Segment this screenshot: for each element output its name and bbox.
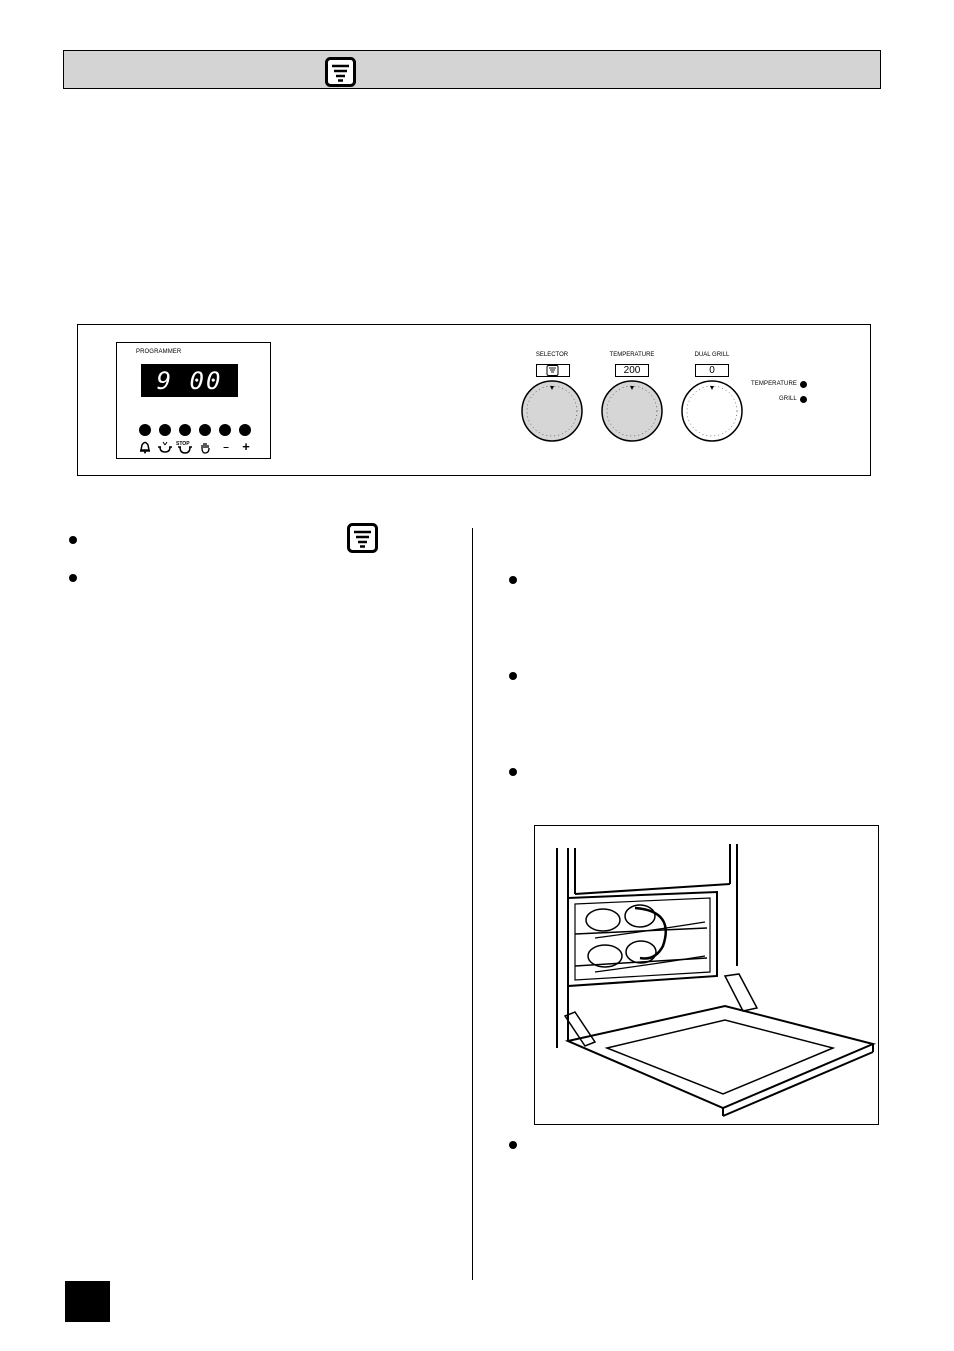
dual-grill-tag: 0 xyxy=(695,364,729,377)
section-header-bar xyxy=(63,50,881,89)
programmer-display: 9 00 xyxy=(141,364,238,397)
programmer-button-stop-time[interactable] xyxy=(179,424,191,436)
selector-knob[interactable] xyxy=(520,378,584,442)
bullet-point xyxy=(69,536,77,544)
bullet-point xyxy=(509,768,517,776)
stop-label: STOP xyxy=(176,441,190,447)
bullet-point xyxy=(69,574,77,582)
manual-hand-icon xyxy=(201,443,210,454)
column-divider xyxy=(472,528,473,1280)
programmer-label: PROGRAMMER xyxy=(136,349,182,355)
fan-oven-icon xyxy=(325,57,356,87)
programmer-box xyxy=(116,342,271,459)
bullet-point xyxy=(509,672,517,680)
bullet-point xyxy=(509,1141,517,1149)
cook-time-icon xyxy=(158,441,172,453)
programmer-button-plus[interactable] xyxy=(239,424,251,436)
bell-icon xyxy=(140,441,150,454)
programmer-button-cook-time[interactable] xyxy=(159,424,171,436)
stop-time-icon xyxy=(178,446,192,454)
temperature-knob[interactable] xyxy=(600,378,664,442)
temperature-indicator-lamp xyxy=(800,381,807,388)
grill-indicator-lamp xyxy=(800,396,807,403)
temperature-knob-label: TEMPERATURE xyxy=(609,352,655,358)
programmer-button-manual[interactable] xyxy=(199,424,211,436)
minus-icon: – xyxy=(223,442,229,453)
plus-icon: + xyxy=(242,439,250,454)
oven-illustration-box xyxy=(534,825,879,1125)
temperature-tag: 200 xyxy=(615,364,649,377)
fan-oven-icon xyxy=(546,365,559,376)
dual-grill-knob[interactable] xyxy=(680,378,744,442)
temperature-indicator-label: TEMPERATURE xyxy=(751,381,797,387)
dual-grill-label: DUAL GRILL xyxy=(694,352,730,358)
programmer-button-alarm[interactable] xyxy=(139,424,151,436)
bullet-point xyxy=(509,576,517,584)
grill-indicator-label: GRILL xyxy=(779,396,797,402)
page-number-block xyxy=(65,1281,110,1322)
selector-label: SELECTOR xyxy=(535,352,569,358)
fan-oven-icon xyxy=(347,523,378,553)
programmer-button-minus[interactable] xyxy=(219,424,231,436)
oven-open-door-illustration xyxy=(556,844,877,1117)
